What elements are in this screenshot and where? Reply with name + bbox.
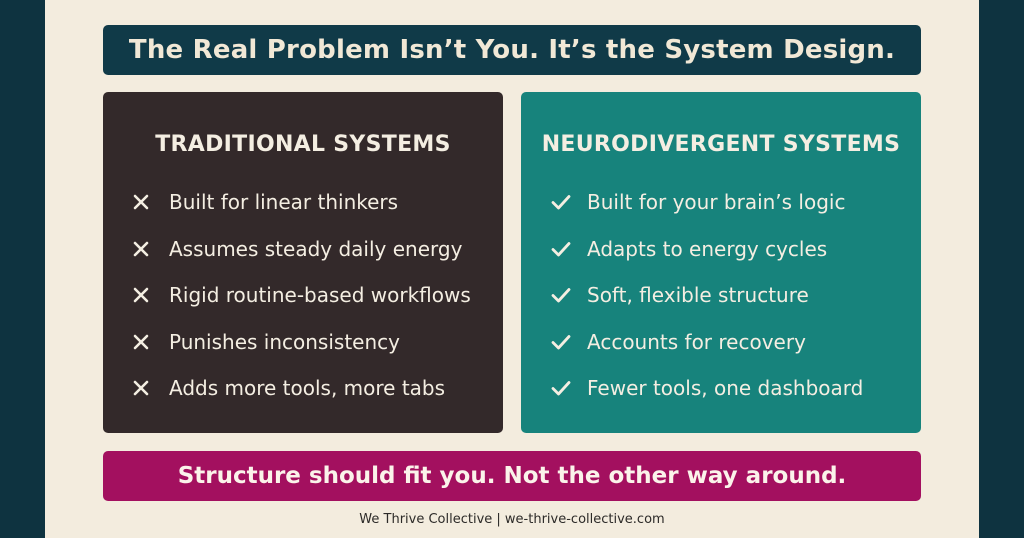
list-item: Adds more tools, more tabs [133,365,471,412]
neurodivergent-systems-panel: NEURODIVERGENT SYSTEMS Built for your br… [521,92,921,433]
cross-icon [133,287,169,303]
list-item-label: Built for linear thinkers [169,190,399,215]
cross-icon [133,380,169,396]
check-icon [551,380,587,396]
bottom-banner: Structure should fit you. Not the other … [103,451,921,501]
cross-icon [133,241,169,257]
list-item: Punishes inconsistency [133,319,471,366]
page-title: The Real Problem Isn’t You. It’s the Sys… [103,25,921,75]
infographic-canvas: The Real Problem Isn’t You. It’s the Sys… [45,0,979,538]
list-item: Built for your brain’s logic [551,179,863,226]
list-item-label: Built for your brain’s logic [587,190,846,215]
list-item: Built for linear thinkers [133,179,471,226]
check-icon [551,334,587,350]
panel-heading-neurodivergent: NEURODIVERGENT SYSTEMS [541,132,901,157]
list-item: Accounts for recovery [551,319,863,366]
check-icon [551,241,587,257]
check-icon [551,287,587,303]
list-item: Adapts to energy cycles [551,226,863,273]
panel-heading-traditional: TRADITIONAL SYSTEMS [155,132,451,157]
list-item-label: Assumes steady daily energy [169,236,463,261]
traditional-list: Built for linear thinkers Assumes steady… [133,179,471,412]
traditional-systems-panel: TRADITIONAL SYSTEMS Built for linear thi… [103,92,503,433]
check-icon [551,194,587,210]
cross-icon [133,194,169,210]
list-item: Fewer tools, one dashboard [551,365,863,412]
list-item-label: Adds more tools, more tabs [169,376,446,401]
cross-icon [133,334,169,350]
list-item-label: Punishes inconsistency [169,329,400,354]
list-item-label: Rigid routine-based workflows [169,283,471,308]
list-item-label: Fewer tools, one dashboard [587,376,864,401]
list-item-label: Adapts to energy cycles [587,236,828,261]
list-item: Rigid routine-based workflows [133,272,471,319]
list-item-label: Soft, flexible structure [587,283,809,308]
list-item-label: Accounts for recovery [587,329,806,354]
neurodivergent-list: Built for your brain’s logic Adapts to e… [551,179,863,412]
footer-credit: We Thrive Collective | we-thrive-collect… [359,512,665,527]
list-item: Assumes steady daily energy [133,226,471,273]
list-item: Soft, flexible structure [551,272,863,319]
